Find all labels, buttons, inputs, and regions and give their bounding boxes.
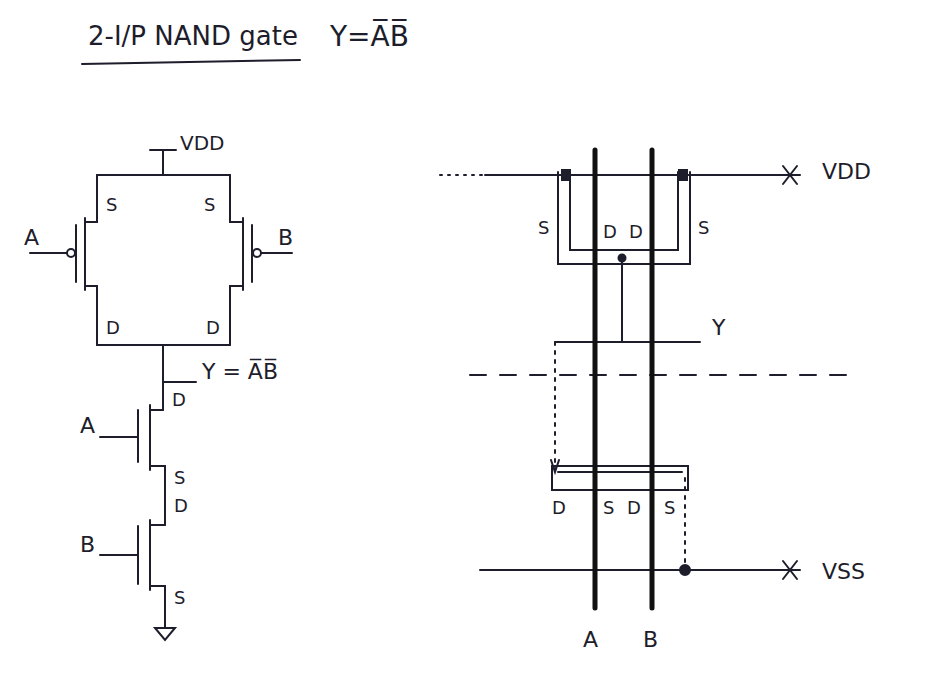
- vss-rail: [480, 569, 800, 571]
- inversion-bubble: [253, 249, 261, 257]
- rail-end-mark: [783, 166, 797, 184]
- n-diffusion: [552, 466, 688, 490]
- signal-label: S: [174, 468, 185, 488]
- output-metal: [554, 342, 556, 470]
- ground-metal: [684, 478, 686, 570]
- signal-label: D: [603, 222, 617, 242]
- signal-label: D: [627, 498, 641, 518]
- signal-label: D: [629, 222, 643, 242]
- inversion-bubble: [67, 249, 75, 257]
- vdd-wire: [97, 174, 230, 176]
- signal-label: Y = A̅B̅: [202, 360, 278, 384]
- signal-label: D: [206, 318, 220, 338]
- nmos-b-gate: [100, 526, 138, 584]
- poly-b: [650, 150, 655, 608]
- contact: [562, 170, 570, 180]
- signal-label: A: [583, 628, 598, 652]
- signal-label: S: [204, 195, 215, 215]
- signal-label: A: [80, 414, 95, 438]
- pmos-a: [85, 175, 97, 345]
- signal-label: S: [698, 218, 709, 238]
- signal-label: Y: [712, 316, 725, 340]
- signal-label: D: [552, 498, 566, 518]
- rail-end-mark: [783, 561, 797, 579]
- p-diffusion: [558, 172, 690, 264]
- signal-label: D: [172, 390, 186, 410]
- signal-label: VDD: [822, 160, 871, 184]
- signal-label: S: [106, 195, 117, 215]
- signal-label: VDD: [180, 132, 224, 154]
- signal-label: B: [80, 533, 95, 557]
- signal-label: B: [278, 226, 293, 250]
- signal-label: D: [174, 496, 188, 516]
- signal-label: Y=A̅B̅: [330, 22, 409, 53]
- output-wire: [163, 345, 196, 410]
- poly-a: [593, 150, 598, 608]
- signal-label: B: [643, 628, 658, 652]
- signal-label: S: [664, 498, 675, 518]
- pmos-b: [230, 175, 243, 345]
- signal-label: S: [603, 498, 614, 518]
- vdd-terminal: [150, 150, 176, 175]
- signal-label: D: [106, 318, 120, 338]
- signal-label: A: [24, 226, 39, 250]
- title-underline: [82, 60, 300, 64]
- p-diffusion: [570, 172, 678, 250]
- well-boundary: [470, 374, 860, 376]
- signal-label: VSS: [822, 560, 865, 584]
- nmos-a-gate: [100, 410, 138, 462]
- ground-symbol: [155, 628, 175, 640]
- output-metal: [555, 258, 700, 342]
- title: 2-I/P NAND gate: [88, 22, 298, 51]
- contact: [679, 170, 687, 180]
- contact: [680, 565, 690, 575]
- rail-extension: [440, 174, 485, 176]
- signal-label: S: [538, 218, 549, 238]
- signal-label: S: [174, 588, 185, 608]
- n-diffusion: [558, 471, 682, 473]
- nmos-b: [150, 520, 165, 628]
- vdd-rail: [485, 174, 800, 176]
- nmos-a: [150, 405, 165, 525]
